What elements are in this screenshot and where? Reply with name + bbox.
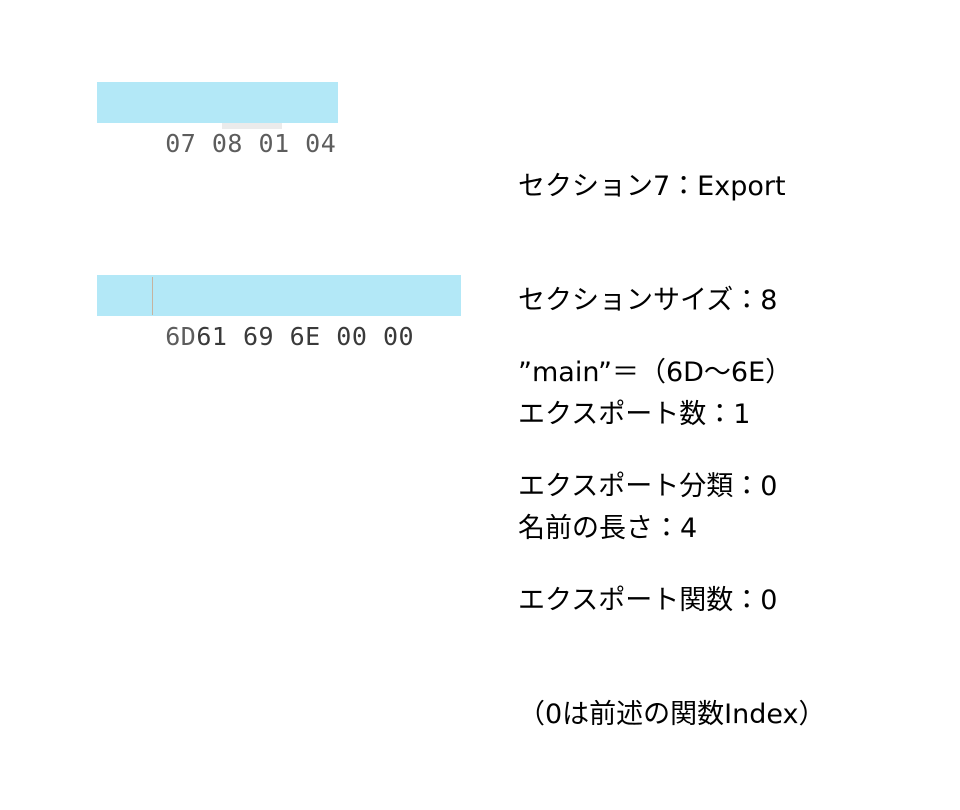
annotation-line-main-name: ”main”＝（6D〜6E） [518, 357, 793, 388]
hex-row-export-section-header: 07 08 01 04 [97, 82, 338, 158]
hex-byte-separator-rule [152, 277, 153, 315]
annotation-line-func-index-note: （0は前述の関数Index） [518, 699, 826, 730]
annotation-line-section-number: セクション7：Export [518, 171, 786, 202]
annotation-block-section-header: セクション7：Export セクションサイズ：8 エクスポート数：1 名前の長さ… [518, 92, 786, 624]
annotation-line-export-func: エクスポート関数：0 [518, 585, 778, 616]
annotation-block-export-entry: ”main”＝（6D〜6E） エクスポート分類：0 エクスポート関数：0 （0は… [518, 278, 826, 810]
annotation-line-export-count: エクスポート数：1 [518, 399, 751, 430]
slide-canvas: 07 08 01 04 6D61 69 6E 00 00 セクション7：Expo… [97, 82, 826, 730]
hex-bytes-export-name: 61 69 6E 00 00 [196, 322, 415, 351]
hex-row-1-underlay [222, 120, 282, 129]
hex-byte-name-length: 6D [165, 322, 197, 351]
hex-bytes-export-section-header: 07 08 01 04 [165, 129, 337, 158]
annotation-line-name-length: 名前の長さ：4 [518, 513, 698, 544]
hex-row-export-name: 6D61 69 6E 00 00 [97, 275, 461, 351]
annotation-line-section-size: セクションサイズ：8 [518, 285, 778, 316]
annotation-line-export-kind: エクスポート分類：0 [518, 471, 778, 502]
